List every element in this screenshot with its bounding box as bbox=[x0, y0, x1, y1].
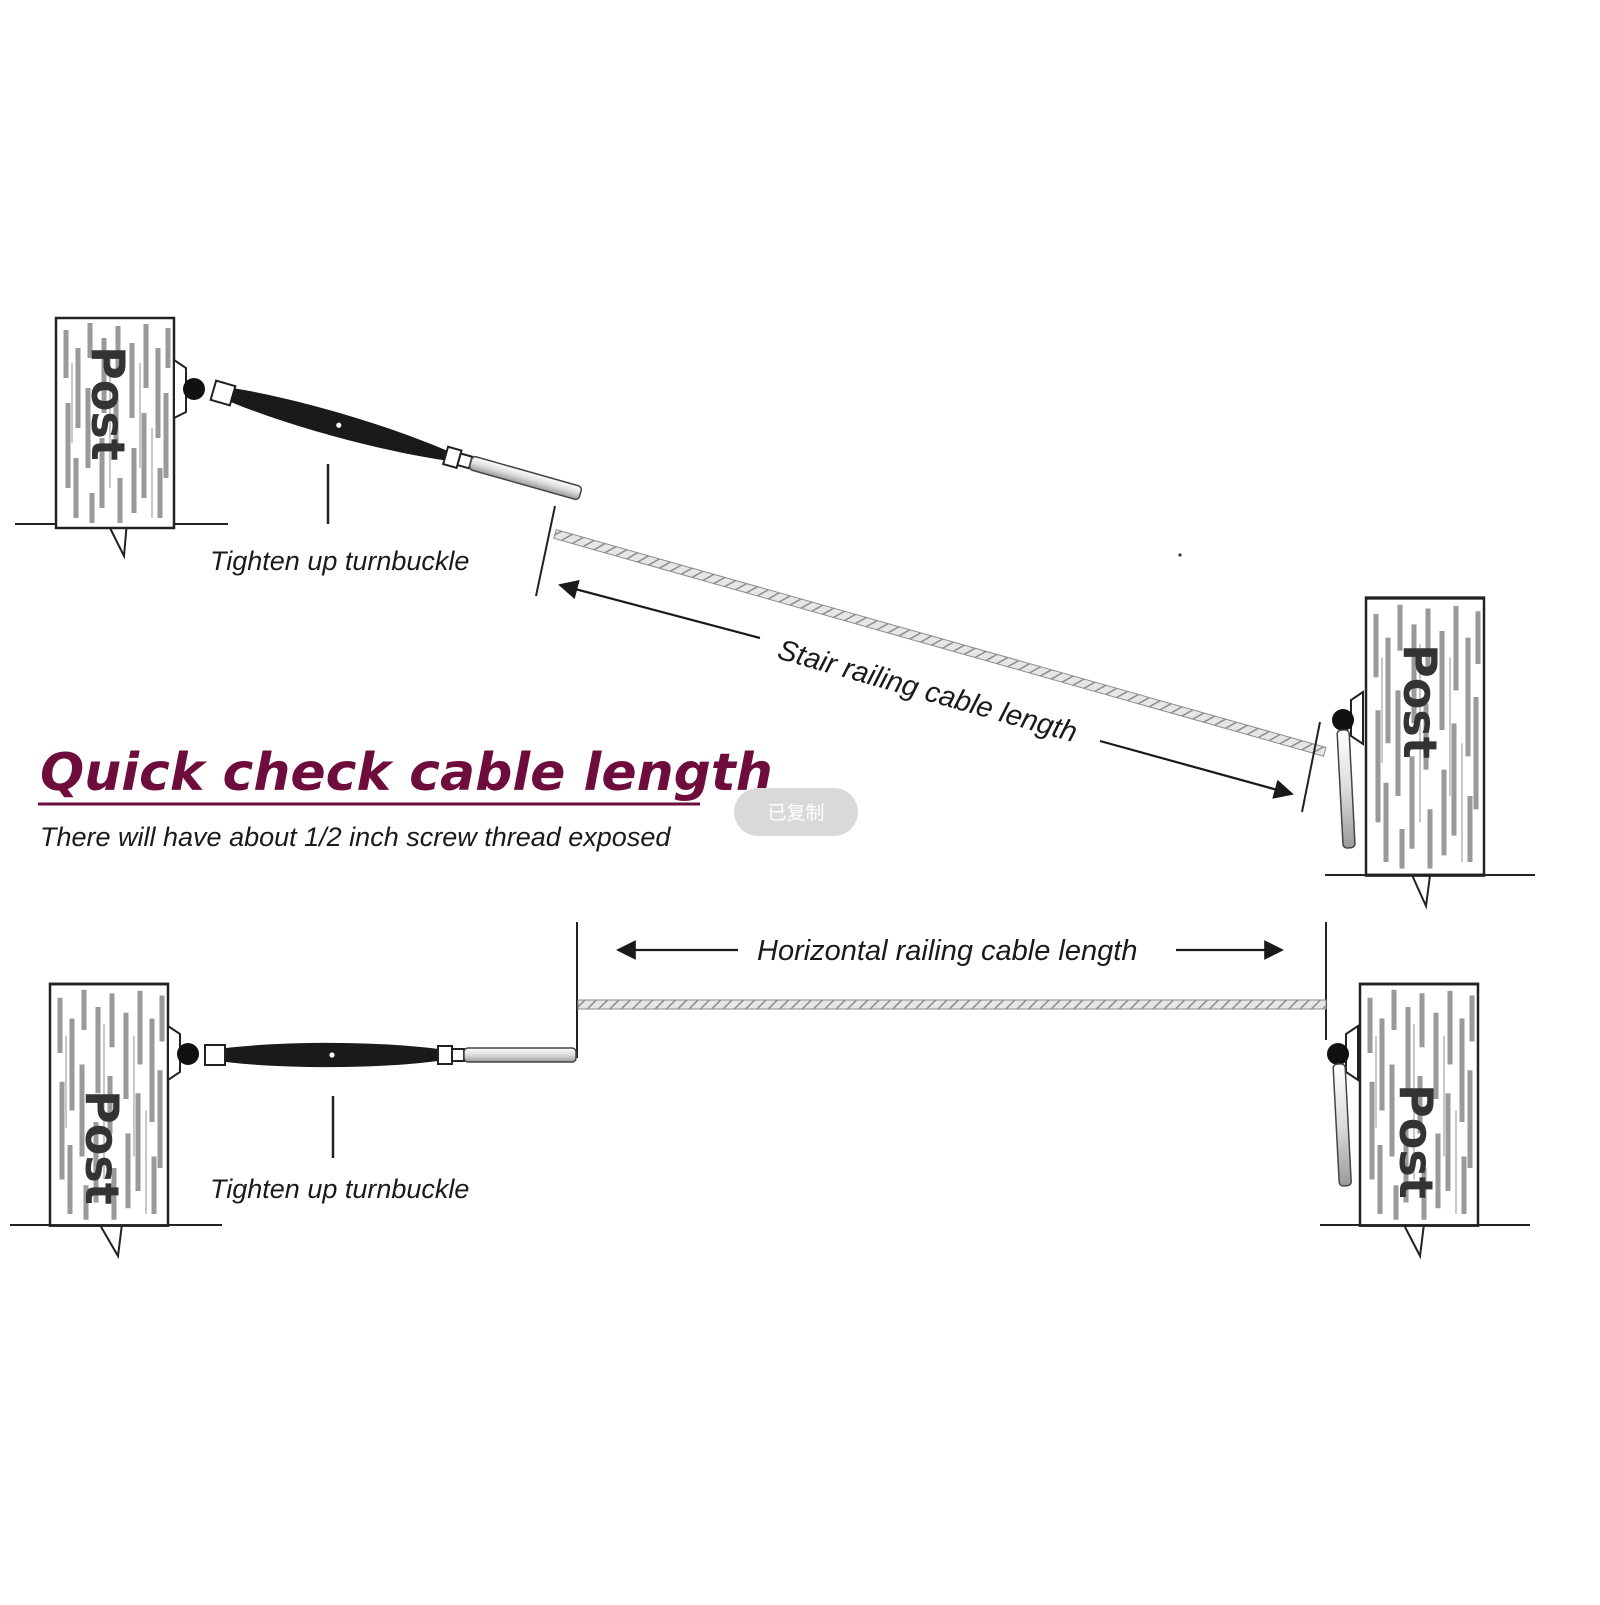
cable-icon bbox=[577, 999, 1327, 1010]
arrow-left-icon bbox=[558, 579, 761, 640]
post-label: Post bbox=[1389, 1084, 1443, 1199]
arrow-right-icon bbox=[1099, 739, 1294, 799]
toggle-fitting-icon bbox=[167, 1024, 226, 1082]
post-icon: Post bbox=[50, 984, 168, 1226]
toggle-fitting-icon bbox=[1327, 1024, 1359, 1187]
turnbuckle-label: Tighten up turnbuckle bbox=[210, 1174, 469, 1204]
copied-toast: 已复制 bbox=[734, 788, 858, 836]
subtitle: There will have about 1/2 inch screw thr… bbox=[40, 822, 671, 852]
toast-text: 已复制 bbox=[767, 802, 824, 824]
measure-end-left bbox=[535, 505, 556, 597]
turnbuckle-label: Tighten up turnbuckle bbox=[210, 546, 469, 576]
post-icon: Post bbox=[1360, 984, 1478, 1226]
toggle-fitting-icon bbox=[173, 358, 237, 420]
post-label: Post bbox=[81, 346, 135, 461]
page-title: Quick check cable length bbox=[40, 743, 773, 803]
measure-end-right bbox=[1301, 721, 1321, 813]
turnbuckle-icon bbox=[230, 388, 583, 501]
stair-cable-length-label: Stair railing cable length bbox=[774, 634, 1081, 749]
horizontal-cable-length-label: Horizontal railing cable length bbox=[757, 935, 1137, 967]
speck bbox=[1178, 553, 1182, 557]
toggle-fitting-icon bbox=[1332, 690, 1364, 849]
post-icon: Post bbox=[56, 318, 174, 528]
post-label: Post bbox=[1393, 644, 1447, 759]
post-label: Post bbox=[75, 1090, 129, 1205]
turnbuckle-icon bbox=[226, 1042, 577, 1068]
post-icon: Post bbox=[1366, 598, 1484, 875]
cable-icon bbox=[553, 529, 1327, 757]
